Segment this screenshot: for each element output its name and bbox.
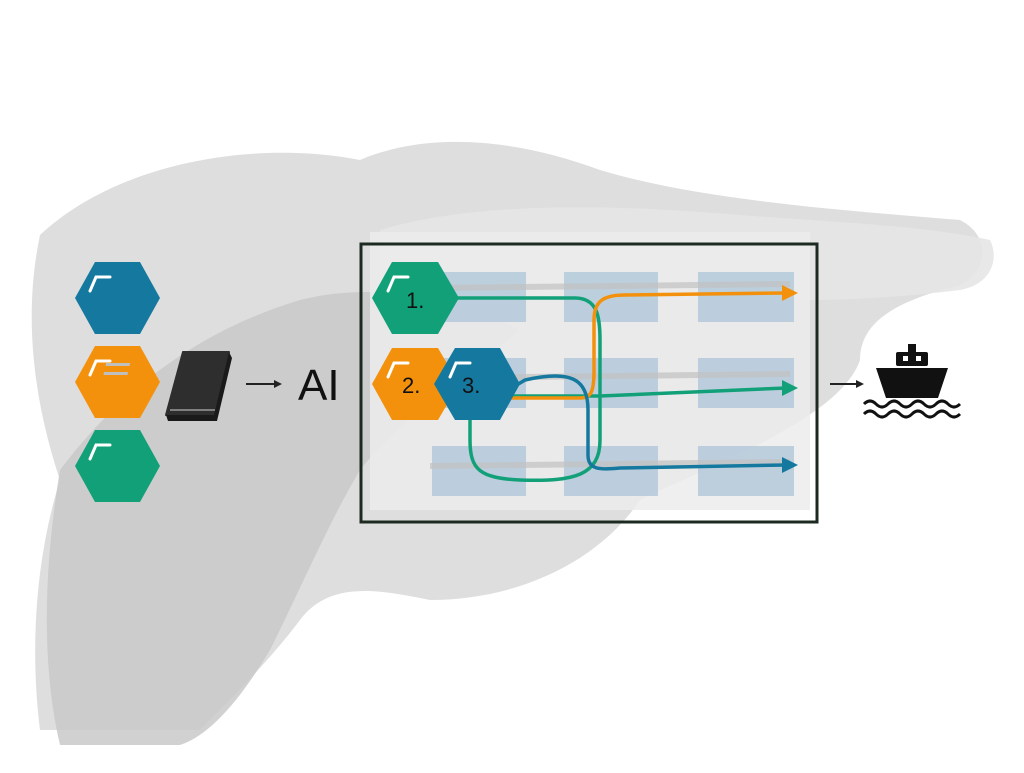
step-hexagon-3: 3. <box>434 348 520 420</box>
step-hexagon-1: 1. <box>372 262 459 334</box>
workflow-panel-border <box>359 242 819 524</box>
book-icon <box>103 351 232 421</box>
arrow-to-ai <box>246 380 282 388</box>
left-hexagon-stack <box>75 262 160 502</box>
routes <box>438 291 788 483</box>
hexagon-green <box>75 430 160 502</box>
ship-icon <box>862 344 962 419</box>
arrow-to-ship <box>830 380 864 388</box>
workflow-panel: 1. 2. 3. <box>359 232 819 524</box>
grid-cell <box>698 358 794 408</box>
route-arrowheads <box>782 285 798 473</box>
step-hexagon-2: 2. <box>372 348 459 420</box>
hexagon-blue <box>75 262 160 334</box>
arrowhead-orange <box>782 285 798 301</box>
hexagon-orange <box>75 346 160 418</box>
arrowhead-blue <box>782 457 798 473</box>
grid-cell <box>698 446 794 496</box>
step-label-2: 2. <box>402 373 420 398</box>
step-label-1: 1. <box>406 288 424 313</box>
grid-cell <box>698 272 794 322</box>
arrowhead-green <box>782 380 798 396</box>
step-label-3: 3. <box>462 373 480 398</box>
ai-label: AI <box>298 361 340 410</box>
route-blue <box>503 374 788 471</box>
grid-cell <box>564 446 658 496</box>
